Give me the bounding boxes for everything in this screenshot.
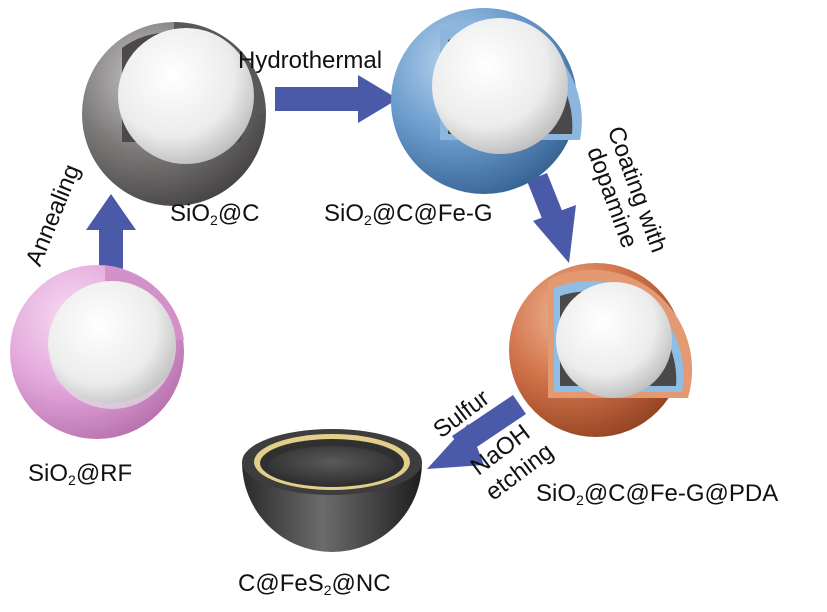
label-c-fes2-nc-sub: 2	[323, 582, 332, 598]
label-sio2-c: SiO2@C	[170, 200, 260, 228]
particle-sio2-c-fe-g	[391, 8, 582, 194]
label-sio2-c-fe-g-pda-pre: SiO	[536, 480, 577, 507]
label-sio2-c-fe-g-pre: SiO	[324, 200, 365, 227]
label-sio2-c-pre: SiO	[170, 200, 211, 227]
label-sio2-rf-sub: 2	[68, 472, 76, 488]
particle-sio2-c	[82, 22, 266, 206]
arrow-coating	[527, 173, 576, 263]
particle-sio2-rf	[10, 265, 184, 439]
label-sio2-rf: SiO2@RF	[28, 460, 133, 488]
step-annealing: Annealing	[21, 161, 86, 270]
hollow-bowl-c-fes2-nc	[242, 429, 422, 552]
label-sio2-c-sub: 2	[210, 212, 218, 228]
label-c-fes2-nc-post: @NC	[331, 570, 391, 597]
label-sio2-c-fe-g: SiO2@C@Fe-G	[324, 200, 493, 228]
label-sio2-rf-pre: SiO	[28, 460, 69, 487]
label-sio2-c-fe-g-post: @C@Fe-G	[371, 200, 493, 227]
arrow-sulfur-etching	[427, 395, 526, 469]
label-c-fes2-nc: C@FeS2@NC	[238, 570, 391, 598]
label-sio2-rf-post: @RF	[75, 460, 133, 487]
label-sio2-c-post: @C	[217, 200, 260, 227]
label-c-fes2-nc-pre: C@FeS	[238, 570, 324, 597]
label-sio2-c-fe-g-sub: 2	[364, 212, 372, 228]
label-sio2-c-fe-g-pda-sub: 2	[576, 492, 584, 508]
particle-sio2-c-fe-g-pda	[509, 263, 693, 437]
arrow-hydrothermal	[275, 75, 398, 123]
label-sio2-c-fe-g-pda: SiO2@C@Fe-G@PDA	[536, 480, 779, 508]
label-sio2-c-fe-g-pda-post: @C@Fe-G@PDA	[583, 480, 779, 507]
step-hydrothermal: Hydrothermal	[238, 47, 383, 74]
